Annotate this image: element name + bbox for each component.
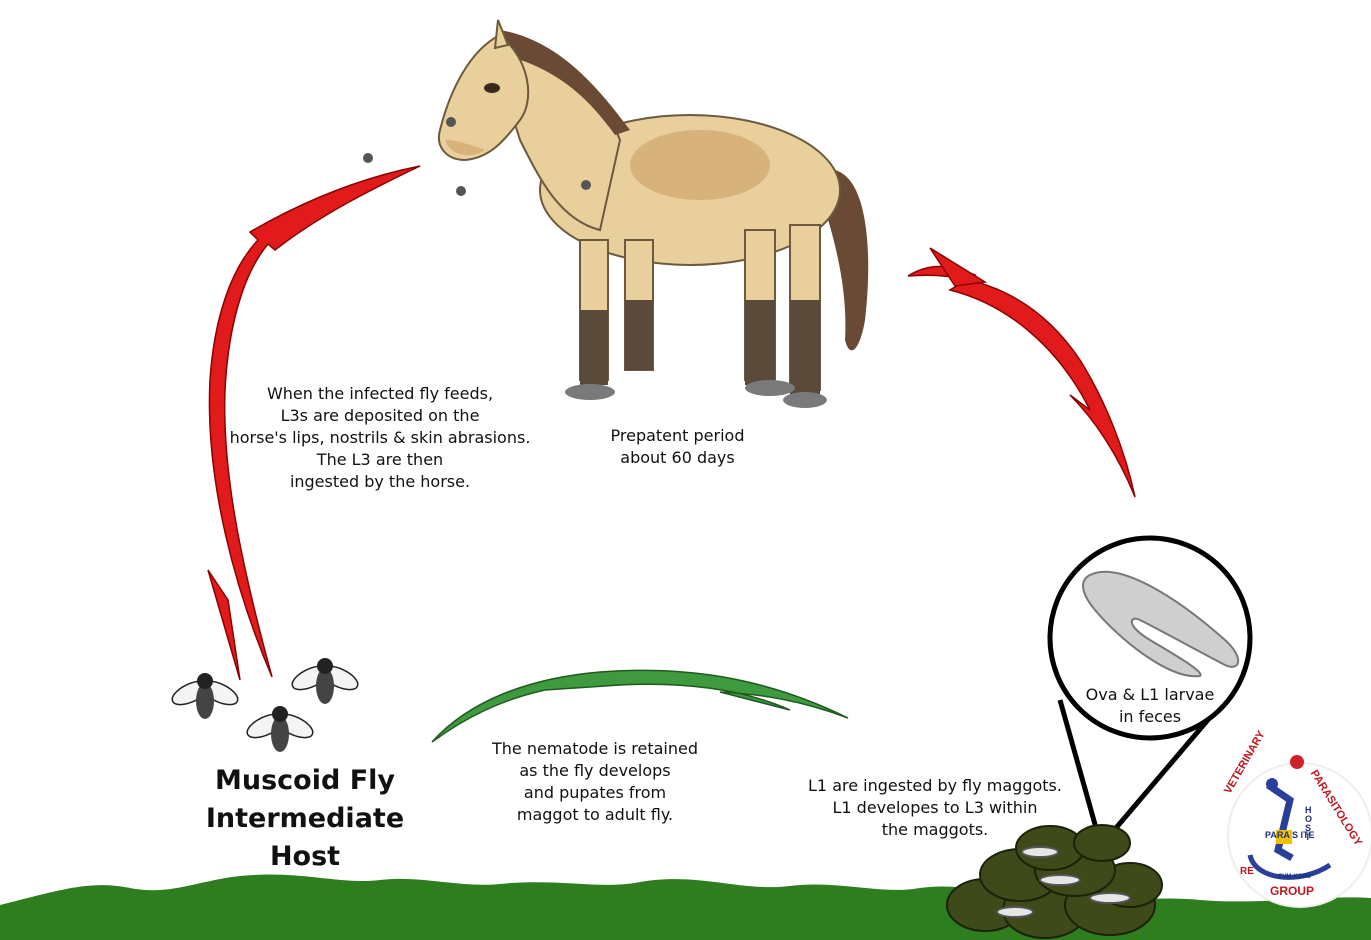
maggots-line-1: L1 are ingested by fly maggots. xyxy=(790,775,1080,797)
maggots-line-2: L1 developes to L3 within xyxy=(790,797,1080,819)
nematode-line-4: maggot to adult fly. xyxy=(470,804,720,826)
ova-label-line-1: Ova & L1 larvae xyxy=(1075,684,1225,706)
green-arrow xyxy=(432,670,848,742)
fly-feeds-line-2: L3s are deposited on the xyxy=(205,405,555,427)
horse-illustration xyxy=(439,20,868,408)
nematode-line-2: as the fly develops xyxy=(470,760,720,782)
red-arrow-left-tail xyxy=(208,570,240,680)
logo-host-letters: HOST xyxy=(1305,806,1313,842)
ground xyxy=(0,875,1371,940)
ova-label-line-2: in feces xyxy=(1075,706,1225,728)
prepatent-line-1: Prepatent period xyxy=(580,425,775,447)
nematode-note: The nematode is retained as the fly deve… xyxy=(470,738,720,826)
red-arrow-right xyxy=(908,266,1135,497)
host-title-line-1: Muscoid Fly xyxy=(180,762,430,800)
nematode-line-3: and pupates from xyxy=(470,782,720,804)
nematode-line-1: The nematode is retained xyxy=(470,738,720,760)
ova-label: Ova & L1 larvae in feces xyxy=(1075,684,1225,728)
fly-feeds-note: When the infected fly feeds, L3s are dep… xyxy=(205,383,555,493)
fly-feeds-line-3: horse's lips, nostrils & skin abrasions. xyxy=(205,427,555,449)
intermediate-host-title: Muscoid Fly Intermediate Host xyxy=(180,762,430,876)
host-title-line-3: Host xyxy=(180,838,430,876)
host-title-line-2: Intermediate xyxy=(180,800,430,838)
logo-ring-bottom: GROUP xyxy=(1270,884,1314,898)
fly-feeds-line-5: ingested by the horse. xyxy=(205,471,555,493)
maggots-note: L1 are ingested by fly maggots. L1 devel… xyxy=(790,775,1080,841)
prepatent-line-2: about 60 days xyxy=(580,447,775,469)
fly-feeds-line-1: When the infected fly feeds, xyxy=(205,383,555,405)
prepatent-note: Prepatent period about 60 days xyxy=(580,425,775,469)
logo-small: CVM-KOBU xyxy=(1278,874,1311,880)
feces-pile xyxy=(947,825,1162,938)
maggots-line-3: the maggots. xyxy=(790,819,1080,841)
muscoid-flies xyxy=(169,658,361,752)
fly-feeds-line-4: The L3 are then xyxy=(205,449,555,471)
logo-letters-left: RE xyxy=(1240,866,1254,877)
